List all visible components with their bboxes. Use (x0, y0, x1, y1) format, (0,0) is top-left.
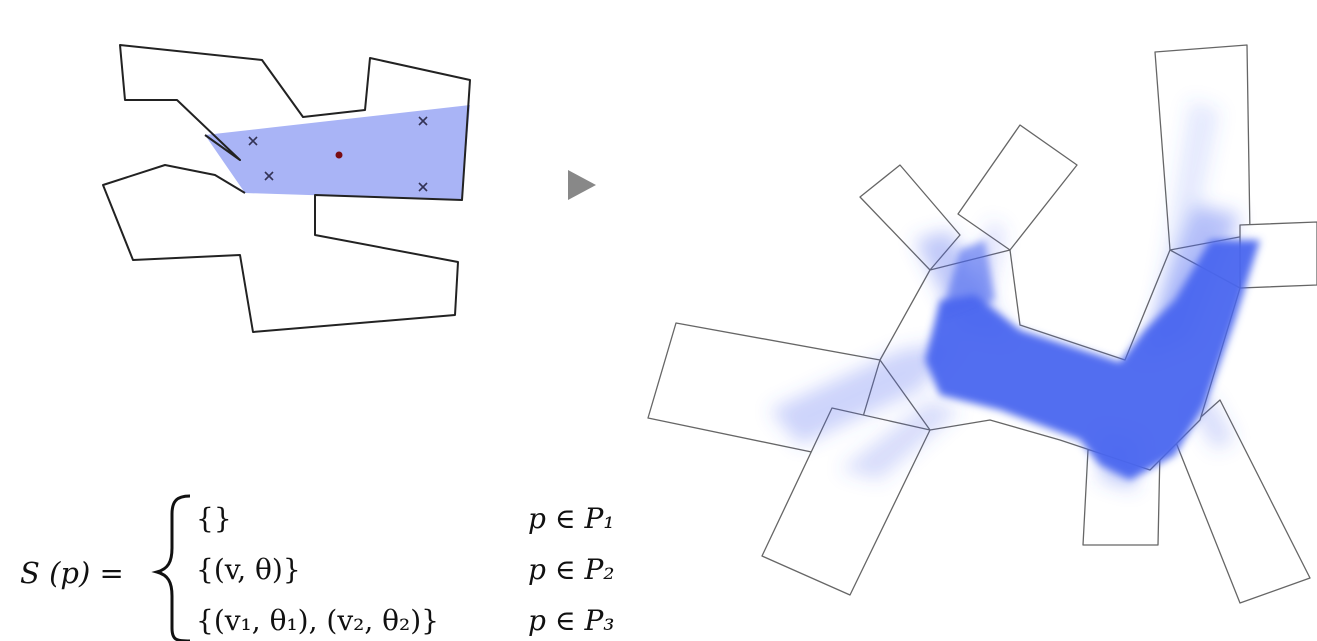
swept-core (925, 240, 1260, 480)
equation-case-1-value: {} (196, 502, 232, 535)
equation: S (p) = {} p ∈ P₁ {(v, θ)} p ∈ P₂ {(v₁, … (20, 494, 615, 641)
sample-markers (248, 116, 428, 192)
equation-lhs: S (p) = (20, 556, 124, 590)
arm-upper-left-b (957, 124, 1078, 251)
environment-polygon-outline (102, 44, 471, 333)
equation-brace (151, 494, 191, 641)
left-panel (102, 44, 471, 333)
equation-case-2-value: {(v, θ)} (196, 553, 301, 586)
right-panel (647, 44, 1317, 604)
cross-marker-icon (418, 182, 428, 192)
equation-case-1-condition: p ∈ P₁ (528, 502, 615, 535)
arm-bottom-right (1174, 399, 1311, 604)
equation-case-3-value: {(v₁, θ₁), (v₂, θ₂)} (196, 604, 439, 637)
play-triangle-icon (568, 170, 596, 200)
query-point (335, 151, 343, 159)
cross-marker-icon (418, 116, 428, 126)
cross-marker-icon (248, 136, 258, 146)
cross-marker-icon (264, 171, 274, 181)
equation-case-3-condition: p ∈ P₃ (528, 604, 615, 637)
equation-case-2-condition: p ∈ P₂ (528, 553, 615, 586)
